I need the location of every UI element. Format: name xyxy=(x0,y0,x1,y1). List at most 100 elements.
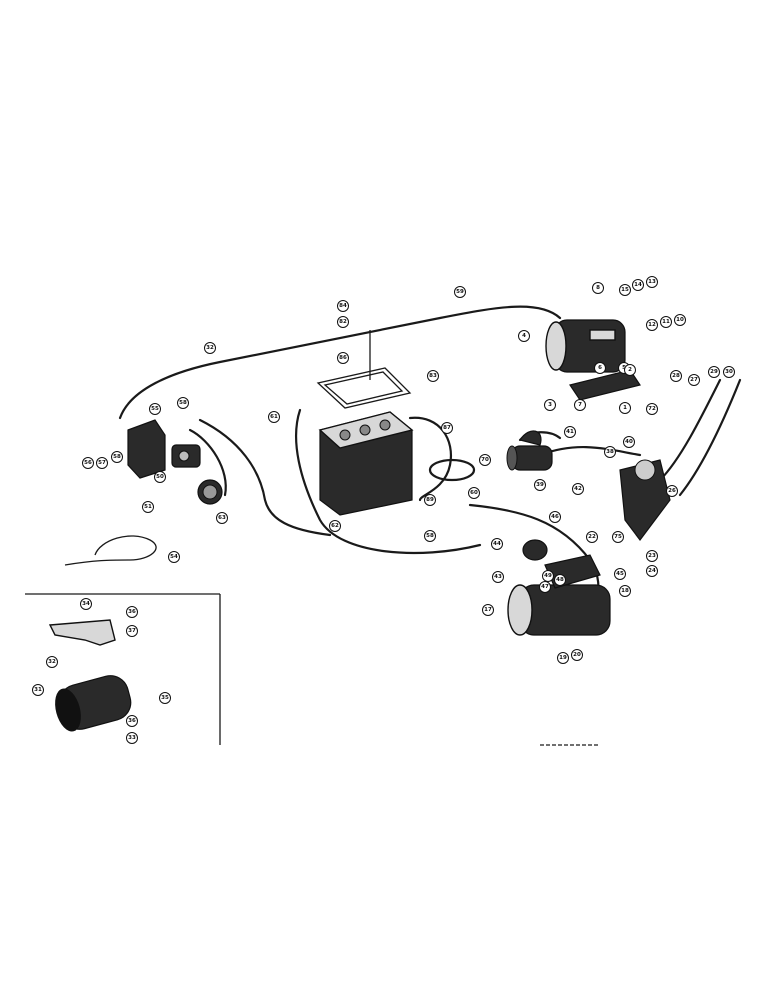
callout-label: 82 xyxy=(339,319,347,325)
callout-19: 19 xyxy=(557,652,569,664)
callout-label: 8 xyxy=(596,285,600,291)
callout-label: 13 xyxy=(648,279,656,285)
callout-24: 24 xyxy=(646,565,658,577)
callout-label: 49 xyxy=(544,573,552,579)
callout-70: 70 xyxy=(479,454,491,466)
callout-60: 60 xyxy=(468,487,480,499)
callout-58: 58 xyxy=(111,451,123,463)
callout-37: 37 xyxy=(126,625,138,637)
callout-41: 41 xyxy=(564,426,576,438)
callout-58: 58 xyxy=(424,530,436,542)
callout-14: 14 xyxy=(632,279,644,291)
callout-72: 72 xyxy=(646,403,658,415)
callout-label: 58 xyxy=(426,533,434,539)
callout-label: 5 xyxy=(622,365,626,371)
callout-label: 61 xyxy=(270,414,278,420)
generator-bracket xyxy=(569,369,641,401)
callout-label: 50 xyxy=(156,474,164,480)
callout-label: 58 xyxy=(179,400,187,406)
callout-label: 51 xyxy=(144,504,152,510)
callout-label: 56 xyxy=(84,460,92,466)
callout-27: 27 xyxy=(688,374,700,386)
callout-label: 84 xyxy=(339,303,347,309)
ammeter-lead xyxy=(188,428,227,497)
callout-label: 6 xyxy=(598,365,602,371)
callout-58: 58 xyxy=(177,397,189,409)
callout-label: 75 xyxy=(614,534,622,540)
starting-motor xyxy=(507,554,611,636)
callout-label: 55 xyxy=(151,406,159,412)
callout-label: 32 xyxy=(48,659,56,665)
callout-12: 12 xyxy=(646,319,658,331)
callout-label: 43 xyxy=(494,574,502,580)
callout-6: 6 xyxy=(594,362,606,374)
callout-18: 18 xyxy=(619,585,631,597)
callout-label: 15 xyxy=(621,287,629,293)
callout-30: 30 xyxy=(723,366,735,378)
callout-36: 36 xyxy=(126,715,138,727)
callout-26: 26 xyxy=(666,485,678,497)
battery xyxy=(318,411,414,516)
ignition-switch xyxy=(171,444,201,468)
callout-label: 28 xyxy=(672,373,680,379)
distributor-lead-right2 xyxy=(678,378,742,497)
callout-label: 34 xyxy=(82,601,90,607)
callout-label: 22 xyxy=(588,534,596,540)
callout-17: 17 xyxy=(482,604,494,616)
callout-label: 19 xyxy=(559,655,567,661)
callout-label: 14 xyxy=(634,282,642,288)
callout-label: 70 xyxy=(481,457,489,463)
callout-label: 33 xyxy=(128,735,136,741)
callout-label: 23 xyxy=(648,553,656,559)
callout-label: 3 xyxy=(548,402,552,408)
callout-36: 36 xyxy=(126,606,138,618)
callout-86: 86 xyxy=(337,352,349,364)
callout-51: 51 xyxy=(142,501,154,513)
callout-label: 83 xyxy=(429,373,437,379)
callout-42: 42 xyxy=(572,483,584,495)
callout-label: 29 xyxy=(710,369,718,375)
callout-label: 72 xyxy=(648,406,656,412)
callout-label: 39 xyxy=(536,482,544,488)
callout-label: 7 xyxy=(578,402,582,408)
callout-1: 1 xyxy=(619,402,631,414)
callout-label: 18 xyxy=(621,588,629,594)
callout-44: 44 xyxy=(491,538,503,550)
callout-label: 35 xyxy=(161,695,169,701)
callout-label: 42 xyxy=(574,486,582,492)
callout-label: 54 xyxy=(170,554,178,560)
callout-10: 10 xyxy=(674,314,686,326)
generator-lead xyxy=(538,446,642,457)
callout-label: 58 xyxy=(113,454,121,460)
main-harness-wire xyxy=(118,305,562,420)
callout-label: 41 xyxy=(566,429,574,435)
callout-82: 82 xyxy=(337,316,349,328)
callout-11: 11 xyxy=(660,316,672,328)
distributor xyxy=(619,459,671,541)
callout-54: 54 xyxy=(168,551,180,563)
callout-22: 22 xyxy=(586,531,598,543)
ignition-coil xyxy=(506,430,553,471)
callout-label: 46 xyxy=(551,514,559,520)
callout-label: 57 xyxy=(98,460,106,466)
callout-84: 84 xyxy=(337,300,349,312)
callout-label: 2 xyxy=(628,367,632,373)
callout-label: 30 xyxy=(725,369,733,375)
callout-49: 49 xyxy=(542,570,554,582)
callout-label: 60 xyxy=(470,490,478,496)
callout-15: 15 xyxy=(619,284,631,296)
callout-label: 62 xyxy=(331,523,339,529)
harness-branch-left xyxy=(198,418,332,537)
callout-4: 4 xyxy=(518,330,530,342)
voltage-regulator xyxy=(127,419,166,479)
callout-38: 38 xyxy=(604,446,616,458)
callout-label: 31 xyxy=(34,687,42,693)
callout-8: 8 xyxy=(592,282,604,294)
callout-75: 75 xyxy=(612,531,624,543)
callout-label: 11 xyxy=(662,319,670,325)
callout-28: 28 xyxy=(670,370,682,382)
generator xyxy=(545,319,626,373)
callout-50: 50 xyxy=(154,471,166,483)
callout-label: 27 xyxy=(690,377,698,383)
